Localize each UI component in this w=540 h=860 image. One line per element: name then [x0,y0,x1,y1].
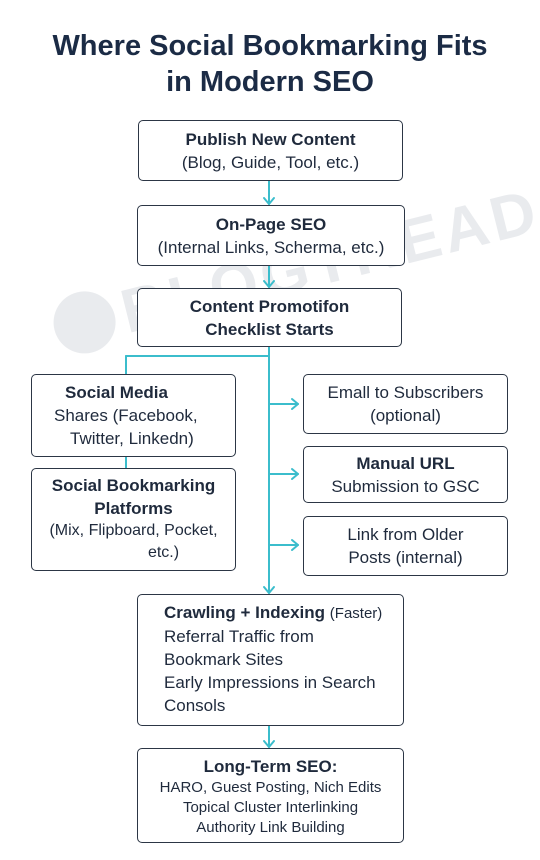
node-older-posts-line-2: Posts (internal) [348,548,463,567]
node-social-media: Social Media Shares (Facebook, Twitter, … [31,374,236,457]
node-on-page-seo: On-Page SEO (Internal Links, Scherma, et… [137,205,405,266]
node-crawling-title-suffix: (Faster) [329,605,383,622]
arrowhead-onpage [263,197,275,205]
title-line-2: in Modern SEO [166,66,374,98]
diagram-title: Where Social Bookmarking Fits in Modern … [0,28,540,100]
node-crawling-title: Crawling + Indexing [164,603,326,622]
node-long-term-seo: Long-Term SEO: HARO, Guest Posting, Nich… [137,748,404,843]
node-crawling-title-row: Crawling + Indexing (Faster) [164,601,403,625]
node-promotion-line-1: Content Promotifon [189,297,350,316]
node-manual-url-title: Manual URL [356,454,455,473]
node-promotion-line-2: Checklist Starts [205,320,334,339]
node-content-promotion: Content Promotifon Checklist Starts [137,288,402,347]
arrowhead-crawling [263,586,275,594]
node-longterm-title: Long-Term SEO: [203,757,338,776]
node-bookmarking-line-2: etc.) [147,544,180,561]
node-longterm-line-3: Authority Link Building [196,819,345,836]
node-onpage-title: On-Page SEO [215,215,327,234]
node-bookmarking-title-2: Platforms [94,499,173,518]
node-bookmarking-title-1: Social Bookmarking [51,476,216,495]
node-crawling-line-3: Early Impressions in Search [164,673,376,692]
node-email-line-1: Emall to Subscribers [327,383,484,402]
node-older-posts: Link from Older Posts (internal) [303,516,508,576]
node-bookmarking-line-1: (Mix, Flipboard, Pocket, [49,522,218,539]
node-social-media-title: Social Media [65,383,168,402]
node-crawling-line-2: Bookmark Sites [164,650,284,669]
node-publish-title: Publish New Content [185,130,356,149]
node-publish-new-content: Publish New Content (Blog, Guide, Tool, … [138,120,403,181]
node-social-bookmarking: Social Bookmarking Platforms (Mix, Flipb… [31,468,236,571]
node-crawling-indexing: Crawling + Indexing (Faster) Referral Tr… [137,594,404,726]
node-onpage-sub: (Internal Links, Scherma, etc.) [157,238,385,257]
arrowhead-email [291,398,299,410]
node-crawling-line-4: Consols [164,696,226,715]
node-manual-url: Manual URL Submission to GSC [303,446,508,503]
node-social-media-line-1: Shares (Facebook, [54,406,198,425]
title-line-1: Where Social Bookmarking Fits [52,30,488,62]
node-longterm-line-1: HARO, Guest Posting, Nich Edits [159,779,382,796]
node-older-posts-line-1: Link from Older [347,525,464,544]
arrowhead-manual-url [291,468,299,480]
node-email-subscribers: Emall to Subscribers (optional) [303,374,508,434]
node-manual-url-line-1: Submission to GSC [331,477,480,496]
arrowhead-longterm [263,740,275,748]
node-longterm-line-2: Topical Cluster Interlinking [182,799,359,816]
arrowhead-older-posts [291,539,299,551]
node-publish-sub: (Blog, Guide, Tool, etc.) [181,153,360,172]
node-crawling-line-1: Referral Traffic from [164,627,314,646]
arrowhead-promotion [263,280,275,288]
node-email-line-2: (optional) [370,406,441,425]
node-social-media-line-2: Twitter, Linkedn) [70,429,194,448]
